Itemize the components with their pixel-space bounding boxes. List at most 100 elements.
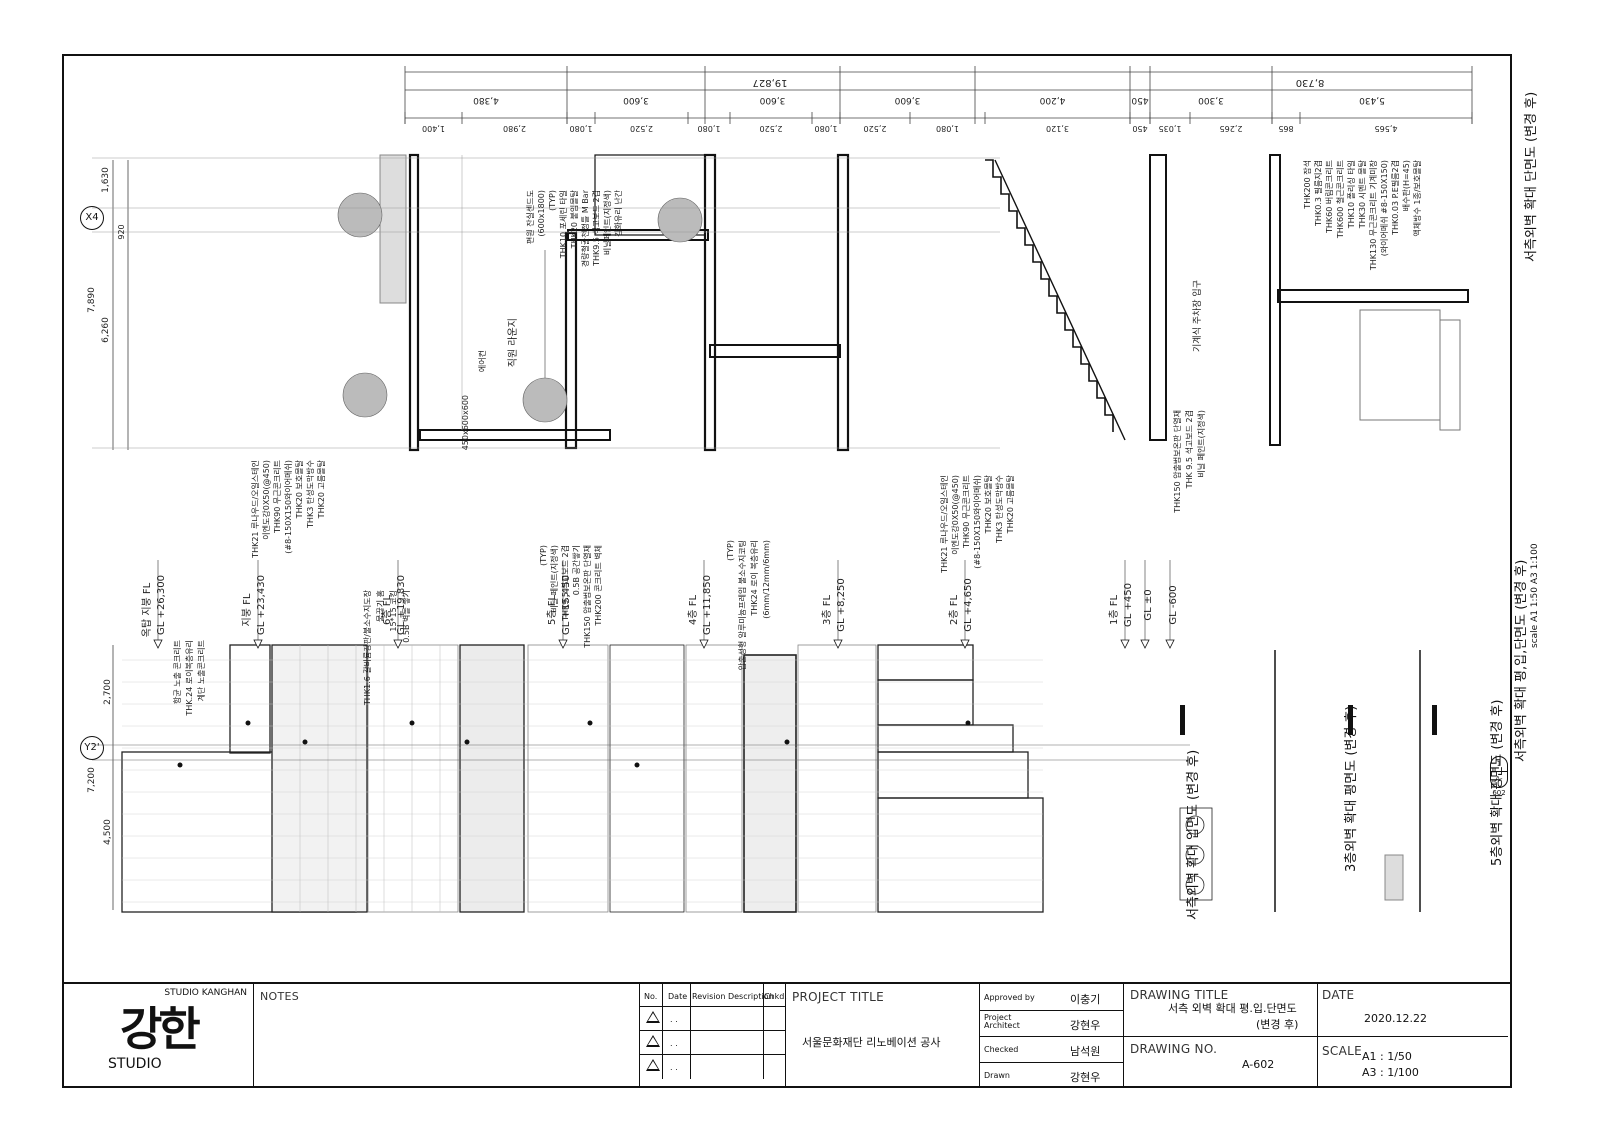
wall-note: 0.5B 공간쌓기 — [571, 545, 581, 595]
dimension-left: 2,700 — [103, 679, 113, 705]
reference-dot — [965, 720, 971, 726]
facade-panel — [367, 644, 459, 913]
level-marker-icon — [153, 639, 163, 649]
scale-label: SCALE — [1322, 1044, 1362, 1058]
dimension-secondary: 2,265 — [1220, 124, 1243, 133]
rev-divider — [662, 1055, 663, 1079]
dimension-secondary: 2,520 — [864, 124, 887, 133]
facade-panel — [609, 644, 685, 913]
title-block: STUDIO KANGHAN 강한 STUDIO NOTES No. Date … — [62, 982, 1512, 1088]
wall-note: THK200 콘크리트 벽체 — [593, 545, 603, 627]
stair-slab — [994, 159, 1126, 441]
tree-symbol — [522, 377, 568, 423]
facade-panel — [797, 644, 877, 913]
reference-dot — [245, 720, 251, 726]
callout-leaders — [92, 157, 1190, 761]
foundation-note: 배수판(H=45) — [1402, 160, 1411, 211]
glass-note: 압출성형 알루미늄프레임 불소수지코팅 — [737, 540, 747, 670]
project-architect: 강현우 — [1070, 1019, 1101, 1032]
level-marker-icon — [393, 639, 403, 649]
revision-triangle-icon — [646, 1011, 660, 1023]
stair-profile — [985, 159, 1114, 432]
dimension-primary: 3,600 — [759, 95, 785, 105]
dimension-left: 7,200 — [87, 767, 97, 793]
gutter-note: 물끊기 홈 — [375, 590, 385, 622]
notes-label: NOTES — [260, 990, 300, 1003]
foundation-note: (와이어메쉬 #8-150X150) — [1379, 160, 1389, 256]
dimension-total: 19,827 — [753, 77, 788, 88]
facade-elevation — [121, 644, 1437, 913]
drawing-title-label: DRAWING TITLE — [1130, 988, 1229, 1002]
wall-thick — [564, 231, 578, 450]
studio-logo: 강한 — [120, 1002, 201, 1056]
dimension-left: 6,260 — [101, 317, 111, 343]
foundation-slab — [1277, 289, 1469, 303]
revision-table: No. Date Revision Description Chkd. . . … — [640, 984, 787, 1088]
approved-by: 이충기 — [1070, 993, 1101, 1006]
dimension-primary: 5,430 — [1359, 95, 1385, 105]
foundation-note: THK600 철근콘크리트 — [1335, 160, 1345, 239]
reference-dot — [634, 762, 640, 768]
glass-note: (TYP) — [726, 540, 735, 561]
window-note: 편원 잔실센드도 — [525, 190, 535, 244]
drawing-sheet-border — [62, 54, 1512, 1088]
date: 2020.12.22 — [1364, 1012, 1427, 1025]
stair-note: 이엔도강0X50(@450) — [950, 475, 960, 555]
dimension-secondary: 450 — [1132, 124, 1147, 133]
level-gl: GL +26,300 — [156, 575, 167, 635]
elevation-title: 서측외벽 확대 입면도 (변경 후) — [1186, 749, 1201, 920]
drawing-title-line2: (변경 후) — [1256, 1018, 1299, 1031]
window-opening — [594, 154, 706, 236]
stair-note: THK90 무근콘크리트 — [962, 475, 971, 549]
window-note: THK9.5 석고보드 2겹 — [591, 190, 601, 267]
section-cut-mark — [1180, 705, 1185, 735]
sheet-title: 서측외벽 확대 평,입,단면도 (변경 후) — [1514, 559, 1529, 762]
stair-note: 비닐 페인트(지정색) — [1196, 410, 1206, 478]
wall-note: (TYP) — [539, 545, 548, 566]
wall-thick — [1149, 154, 1167, 441]
floor-slab — [419, 429, 611, 441]
facade-panel-dotted — [743, 654, 797, 913]
material-note: THK20 보호몰탈 — [294, 459, 304, 519]
checked-label: Checked — [984, 1045, 1019, 1054]
rev-divider — [690, 984, 691, 1006]
section-title: 서측외벽 확대 단면도 (변경 후) — [1524, 91, 1539, 262]
level-marker-icon — [960, 639, 970, 649]
architect-row: Project Architect 강현우 — [980, 1010, 1123, 1037]
drawing-no-label: DRAWING NO. — [1130, 1042, 1218, 1056]
dimension-left: 4,500 — [103, 819, 113, 845]
level-gl: GL +19,830 — [396, 575, 407, 635]
grid-bubble-y2: Y2' — [80, 736, 104, 760]
facade-note: 항균 노출 콘크리트 — [172, 640, 182, 704]
window-note: 비닐페인트(지정색) — [602, 190, 612, 255]
facade-note: 계단 노출콘크리트 — [196, 640, 206, 701]
foundation-note: THK30 시멘트 몰탈 — [1357, 159, 1367, 229]
floor-slab — [567, 229, 709, 241]
tree-symbol — [342, 372, 388, 418]
tree-symbol — [657, 197, 703, 243]
dimension-primary: 3,600 — [894, 95, 920, 105]
gutter-note: 0.5B 벽돌 쌓기 — [401, 590, 411, 643]
section-cut-mark — [1432, 705, 1437, 735]
level-fl: 5층 FL — [546, 595, 558, 625]
stepped-facade-panel — [877, 679, 974, 726]
gutter-note: 15*15 코킹 — [388, 590, 398, 632]
facade-note: THK.24 로이복층유리 — [184, 640, 194, 717]
rev-date: . . — [670, 1039, 678, 1048]
dimension-left: 7,890 — [87, 287, 97, 313]
revision-row: . . — [640, 1030, 785, 1055]
level-fl: 3층 FL — [821, 595, 833, 625]
stair-note: THK150 압출법보온판 단열재 — [1172, 410, 1182, 514]
gutter-note: THK1.6 갈바륨강판/불소수지도장 — [362, 589, 372, 706]
dimension-secondary: 1,080 — [570, 124, 593, 133]
studio-name: STUDIO KANGHAN — [164, 988, 247, 998]
dimension-primary: 450 — [1131, 95, 1148, 105]
plan3-title: 3층외벽 확대 평면도 (변경 후) — [1344, 705, 1359, 872]
facade-panel — [229, 644, 271, 754]
rev-divider — [690, 1007, 691, 1031]
rev-header-no: No. — [644, 992, 658, 1001]
dimension-secondary: 865 — [1278, 124, 1293, 133]
dimension-secondary: 1,400 — [422, 124, 445, 133]
stepped-facade-panel — [877, 751, 1029, 799]
